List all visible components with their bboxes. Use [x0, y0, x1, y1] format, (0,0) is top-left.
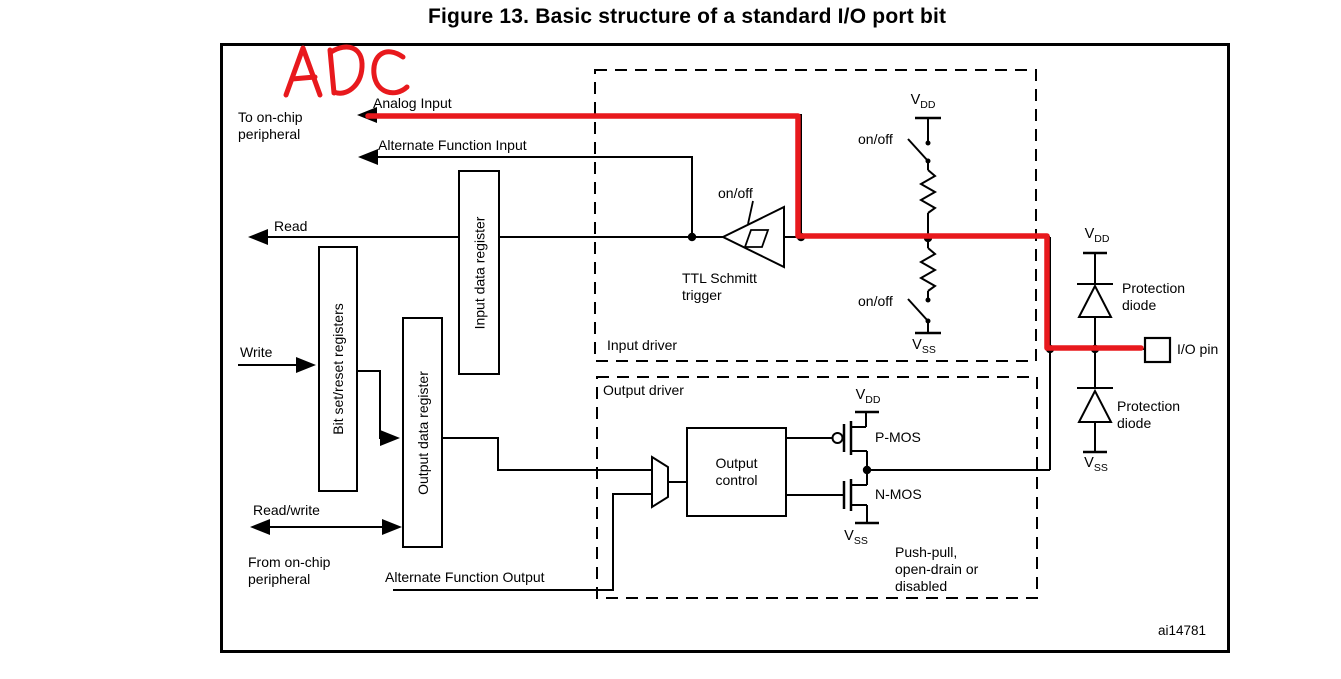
- protection-diode-lower-label: Protection diode: [1117, 398, 1181, 431]
- switch-terminals: [925, 140, 931, 324]
- input-driver-label: Input driver: [607, 337, 678, 353]
- pmos-transistor: [787, 410, 879, 470]
- vss-nmos-label: VSS: [844, 528, 868, 547]
- junction-dot: [862, 465, 872, 475]
- adc-letter-d-bowl: [328, 44, 365, 96]
- pulldown-resistor: [918, 247, 938, 292]
- vdd-diode-label: VDD: [1085, 226, 1110, 245]
- nmos-label: N-MOS: [875, 486, 922, 502]
- nmos-source-stub: [851, 504, 868, 523]
- ttl-schmitt-trigger-label: TTL Schmitt trigger: [682, 270, 757, 303]
- io-pin-label: I/O pin: [1177, 341, 1219, 357]
- input-driver-box: [594, 69, 1037, 362]
- bsrr-to-odr-wire: [358, 370, 383, 439]
- bsrr-to-odr-arrowhead: [380, 430, 400, 446]
- v-subscript: SS: [853, 535, 868, 547]
- v-symbol: V: [855, 387, 866, 403]
- push-pull-modes-label: Push-pull, open-drain or disabled: [895, 544, 979, 594]
- output-data-register-label: Output data register: [414, 370, 431, 495]
- pulldown-on-off-label: on/off: [858, 293, 893, 309]
- v-subscript: DD: [1094, 233, 1110, 245]
- output-driver-label: Output driver: [603, 382, 684, 398]
- v-subscript: DD: [920, 99, 936, 111]
- input-data-register-box: Input data register: [458, 170, 500, 375]
- pmos-gate-bubble: [831, 432, 844, 444]
- read-write-right-arrowhead: [382, 519, 402, 535]
- io-pin-pad: [1143, 336, 1172, 364]
- switch-dot: [925, 158, 931, 164]
- from-on-chip-peripheral-label: From on-chip peripheral: [248, 554, 331, 587]
- adc-letter-a: [283, 45, 323, 98]
- v-subscript: SS: [921, 344, 936, 356]
- v-subscript: DD: [865, 394, 881, 406]
- signal-wires: [238, 114, 1145, 591]
- analog-input-wire: [370, 114, 802, 237]
- arrowheads: [248, 107, 402, 535]
- v-symbol: V: [910, 92, 921, 108]
- v-subscript: SS: [1093, 462, 1108, 474]
- output-mux: [651, 455, 669, 509]
- pulldown-switch-lever: [907, 298, 929, 322]
- read-arrowhead: [248, 229, 268, 245]
- v-symbol: V: [844, 528, 854, 544]
- pmos-label: P-MOS: [875, 429, 921, 445]
- analog-path-highlight: [365, 113, 1144, 351]
- output-control-box: Output control: [686, 427, 787, 517]
- analog-input-label: Analog Input: [373, 95, 452, 111]
- input-data-register-label: Input data register: [471, 216, 488, 329]
- vdd-pullup-label: VDD: [911, 92, 936, 111]
- alternate-function-input-label: Alternate Function Input: [378, 137, 527, 153]
- trigger-triangle: [720, 205, 785, 269]
- pullup-on-off-label: on/off: [858, 131, 893, 147]
- protection-diode-upper-label: Protection diode: [1122, 280, 1186, 313]
- lower-diode-triangle: [1077, 388, 1113, 423]
- adc-handwriting: [283, 44, 410, 98]
- vss-diode-label: VSS: [1084, 455, 1108, 474]
- pullup-resistor: [918, 169, 938, 214]
- upper-diode-triangle: [1077, 283, 1113, 318]
- pull-up-down-branch: [907, 116, 941, 335]
- trigger-on-off-label: on/off: [718, 185, 753, 201]
- v-symbol: V: [912, 337, 922, 353]
- figure-id-label: ai14781: [1158, 623, 1207, 638]
- adc-letter-c: [371, 49, 410, 96]
- junction-dot: [687, 232, 697, 242]
- alternate-function-input-wire: [374, 156, 693, 237]
- read-write-label: Read/write: [253, 502, 320, 518]
- alternate-function-input-arrowhead: [358, 149, 378, 165]
- output-data-register-box: Output data register: [402, 317, 443, 548]
- nmos-transistor: [787, 470, 879, 525]
- switch-dot: [925, 297, 931, 303]
- adc-letter-a-crossbar: [289, 74, 318, 82]
- write-arrowhead: [296, 357, 316, 373]
- output-driver-box: [596, 376, 1038, 599]
- v-symbol: V: [1084, 226, 1095, 242]
- read-write-left-arrowhead: [250, 519, 270, 535]
- vdd-pmos-label: VDD: [856, 387, 881, 406]
- alternate-function-output-wire: [393, 493, 652, 591]
- pullup-switch-lever: [907, 138, 929, 162]
- alternate-function-output-label: Alternate Function Output: [385, 569, 545, 585]
- output-control-label: Output control: [715, 455, 758, 488]
- switch-dot: [925, 140, 931, 146]
- trigger-on-off-tick: [747, 200, 754, 225]
- figure-title: Figure 13. Basic structure of a standard…: [428, 5, 947, 28]
- ttl-schmitt-trigger-symbol: [720, 200, 785, 269]
- odr-to-mux-wire: [443, 437, 652, 471]
- vss-pulldown-label: VSS: [912, 337, 936, 356]
- bit-set-reset-registers-label: Bit set/reset registers: [330, 303, 346, 435]
- pmos-source-stub: [851, 412, 867, 428]
- adc-letter-d-stem: [327, 47, 337, 96]
- switch-dot: [925, 318, 931, 324]
- hysteresis-icon: [743, 229, 770, 248]
- bit-set-reset-registers-box: Bit set/reset registers: [318, 246, 358, 492]
- to-on-chip-peripheral-label: To on-chip peripheral: [238, 109, 303, 142]
- red-annotation: [283, 44, 1144, 351]
- read-label: Read: [274, 218, 308, 234]
- v-symbol: V: [1084, 455, 1094, 471]
- write-label: Write: [240, 344, 273, 360]
- figure-border: [220, 43, 1230, 653]
